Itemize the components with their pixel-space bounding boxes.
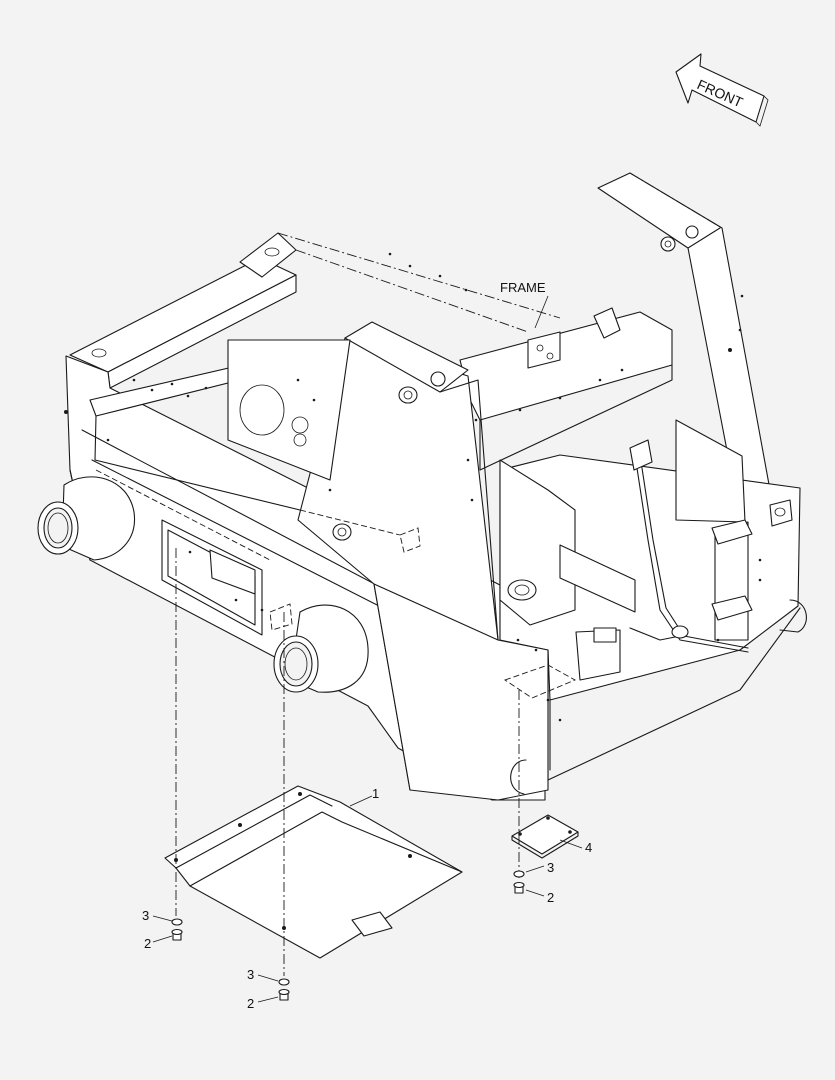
leader-lines bbox=[152, 295, 583, 1003]
callout-2-left: 2 bbox=[144, 936, 151, 951]
callout-3-bottom: 3 bbox=[247, 967, 254, 982]
washer-icon bbox=[513, 870, 525, 878]
washer-icon bbox=[278, 978, 290, 986]
front-arrow-icon: FRONT bbox=[675, 53, 769, 127]
frame-label: FRAME bbox=[500, 280, 546, 295]
main-frame bbox=[37, 172, 807, 801]
callout-3-right: 3 bbox=[547, 860, 554, 875]
fasteners-bottom bbox=[278, 978, 290, 1001]
callout-3-left: 3 bbox=[142, 908, 149, 923]
right-axle-tube bbox=[273, 604, 369, 693]
alignment-lines bbox=[175, 548, 520, 976]
frame-holes bbox=[64, 252, 762, 722]
callout-1: 1 bbox=[372, 786, 379, 801]
callout-4: 4 bbox=[585, 840, 592, 855]
callout-2-right: 2 bbox=[547, 890, 554, 905]
callout-2-bottom: 2 bbox=[247, 996, 254, 1011]
fasteners-right bbox=[513, 870, 525, 894]
bottom-cover-plate bbox=[164, 785, 463, 959]
small-bracket bbox=[511, 814, 579, 859]
left-axle-tube bbox=[37, 476, 136, 561]
fasteners-left bbox=[171, 918, 183, 941]
washer-icon bbox=[171, 918, 183, 926]
